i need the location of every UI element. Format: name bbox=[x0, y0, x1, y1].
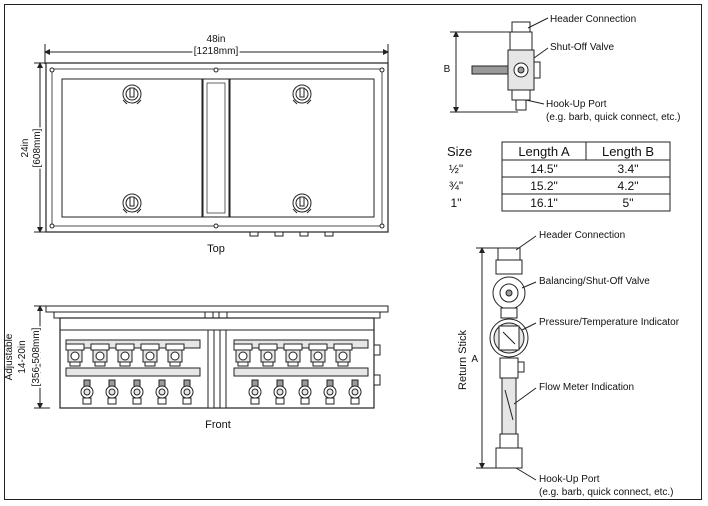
rs-header-connection: Header Connection bbox=[539, 230, 625, 241]
drawing-frame bbox=[4, 4, 702, 500]
front-caption: Front bbox=[205, 419, 231, 431]
table-cell: ¾" bbox=[449, 179, 463, 193]
rs-hookup-port-note: (e.g. barb, quick connect, etc.) bbox=[539, 487, 674, 498]
front-view bbox=[34, 305, 389, 409]
width-dim: 48in bbox=[207, 34, 226, 45]
return-stick-title: Return Stick bbox=[457, 330, 469, 390]
side-detail bbox=[450, 17, 549, 113]
side-dim-b: B bbox=[444, 64, 451, 75]
height-dim: 24in bbox=[20, 139, 31, 158]
table-header-length-a: Length A bbox=[518, 144, 570, 159]
return-stick-dim-a: A bbox=[471, 354, 478, 365]
size-table bbox=[501, 141, 671, 212]
rs-balancing-valve: Balancing/Shut-Off Valve bbox=[539, 276, 650, 287]
side-shutoff-valve: Shut-Off Valve bbox=[550, 42, 615, 53]
table-header-size: Size bbox=[447, 144, 472, 159]
side-hookup-port: Hook-Up Port bbox=[546, 99, 607, 110]
rs-hookup-port: Hook-Up Port bbox=[539, 474, 600, 485]
table-cell: 1" bbox=[451, 196, 462, 210]
table-cell: ½" bbox=[449, 162, 463, 176]
table-header-length-b: Length B bbox=[602, 144, 654, 159]
table-cell: 5" bbox=[623, 196, 634, 210]
table-cell: 15.2" bbox=[530, 179, 558, 193]
side-header-connection: Header Connection bbox=[550, 14, 636, 25]
adjustable-range: 14-20in bbox=[17, 340, 28, 373]
rs-flow-meter: Flow Meter Indication bbox=[539, 382, 634, 393]
return-stick bbox=[476, 235, 537, 481]
height-dim-mm: [608mm] bbox=[32, 128, 43, 167]
table-cell: 14.5" bbox=[530, 162, 558, 176]
width-dim-mm: [1218mm] bbox=[194, 46, 239, 57]
adjustable-range-mm: [356-508mm] bbox=[31, 327, 42, 386]
rs-pt-indicator: Pressure/Temperature Indicator bbox=[539, 317, 680, 328]
top-caption: Top bbox=[207, 243, 225, 255]
top-view bbox=[34, 44, 389, 237]
table-cell: 4.2" bbox=[618, 179, 639, 193]
table-cell: 16.1" bbox=[530, 196, 558, 210]
side-hookup-port-note: (e.g. barb, quick connect, etc.) bbox=[546, 112, 681, 123]
table-cell: 3.4" bbox=[618, 162, 639, 176]
adjustable-label: Adjustable bbox=[4, 333, 15, 380]
